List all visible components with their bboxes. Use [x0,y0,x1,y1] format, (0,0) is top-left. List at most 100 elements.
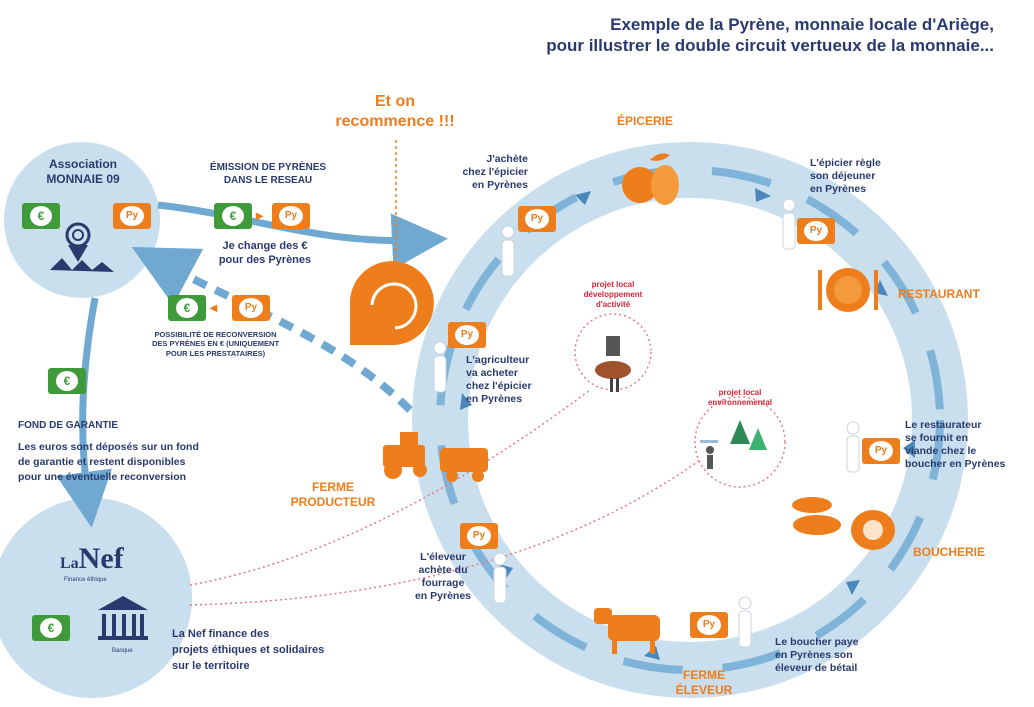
bank-icon [98,596,148,640]
step-boucher-3: éleveur de bétail [775,662,858,675]
cow-icon [594,608,660,654]
nef-logo-sub: Finance éthique [64,577,107,583]
step-agriculteur-1: L'agriculteur [466,354,530,366]
step-eleveur-1: L'éleveur [420,551,466,563]
reconversion-line2: DES PYRÈNES EN € (UNIQUEMENT [151,339,280,349]
association-label: Association MONNAIE 09 [28,157,138,187]
nef-logo-nef: Nef [78,542,124,575]
title-line1: Exemple de la Pyrène, monnaie locale d'A… [610,15,994,34]
project-dev-circle [574,313,652,391]
tractor-icon [383,432,488,482]
nef-desc: La Nef finance des projets éthiques et s… [172,627,324,675]
nef-desc-line3: sur le territoire [172,659,250,672]
node-restaurant: RESTAURANT [898,287,980,301]
step-eleveur-2: achète du [418,564,468,577]
nef-desc-line2: projets éthiques et solidaires [172,643,325,656]
page-title: Exemple de la Pyrène, monnaie locale d'A… [546,14,994,57]
pyrene-note-icon: Py [113,203,151,229]
bank-caption: Banque [112,648,133,654]
restart-icon [350,261,434,345]
euro-symbol: € [30,206,52,226]
nef-logo-la: La [60,555,79,572]
pyrene-note-icon: Py [448,322,486,348]
node-ferme-eleveur-2: ÉLEVEUR [675,683,733,697]
py-symbol: Py [525,209,549,229]
project-dev-2: développement [583,290,643,299]
fund-arrow [56,297,113,528]
fond-desc-line2: de garantie et restent disponibles [18,456,186,469]
py-symbol: Py [869,441,893,461]
project-dev-label: projet local développement d'activité [568,280,658,310]
association-line1: Association [48,157,117,171]
step-achete-1: J'achète [486,153,528,165]
spiral-icon [50,222,114,272]
person-icon [433,198,860,648]
euro-note-icon: € [48,368,86,394]
py-symbol: Py [239,298,263,318]
step-restaurateur-2: se fournit en [905,432,969,445]
step-achete-3: en Pyrènes [471,179,528,192]
fond-desc-line3: pour une éventuelle reconversion [18,471,187,484]
euro-note-icon: € [168,295,206,321]
py-symbol: Py [467,526,491,546]
euro-note-icon: € [32,615,70,641]
nef-circle [0,498,192,698]
plate-icon [818,268,878,312]
meat-icon [792,497,895,550]
euro-symbol: € [40,618,62,638]
circuit-ring [412,142,968,698]
emission-title: ÉMISSION DE PYRÈNES DANS LE RESEAU [193,162,343,187]
step-restaurateur-1: Le restaurateur [905,419,982,431]
fruit-icon [622,153,679,205]
reconversion-arrow [131,246,413,413]
exchange-arrow-icon: ▸ [256,207,264,223]
step-agriculteur-3: chez l'épicier [466,380,532,393]
step-restaurateur-4: boucher en Pyrènes [905,458,1006,471]
step-epicier-3: en Pyrènes [810,183,867,196]
step-agriculteur: L'agriculteur va acheter chez l'épicier … [466,354,532,407]
reconversion-line3: POUR LES PRESTATAIRES) [165,348,266,358]
step-boucher-1: Le boucher paye [775,636,859,648]
project-env-label: projet local environnemental [690,388,790,408]
emission-desc: Je change des € pour des Pyrènes [205,240,325,268]
euro-note-icon: € [22,203,60,229]
step-achete-2: chez l'épicier [462,166,528,179]
step-restaurateur-3: viande chez le [905,445,977,458]
exchange-arrow-icon: ◂ [210,299,218,315]
nef-logo: LaNef [60,540,124,578]
pyrene-note-icon: Py [460,523,498,549]
pyrene-note-icon: Py [690,612,728,638]
association-circle [4,142,160,298]
py-symbol: Py [697,615,721,635]
fond-title: FOND DE GARANTIE [18,420,118,431]
project-dev-3: d'activité [595,300,631,309]
project-link-line [189,459,701,606]
project-env-2: environnemental [707,398,772,407]
arrow-icon [460,393,472,410]
fond-desc: Les euros sont déposés sur un fond de ga… [18,440,199,486]
project-link-line [189,389,591,586]
step-eleveur-4: en Pyrènes [414,590,472,603]
step-eleveur-3: fourrage [421,577,465,590]
step-epicier-1: L'épicier règle [810,157,881,169]
pyrene-note-icon: Py [797,218,835,244]
py-symbol: Py [279,206,303,226]
restart-line2: recommence !!! [335,113,455,130]
arrow-icon [575,191,591,205]
pyrene-note-icon: Py [232,295,270,321]
step-epicier-2: son déjeuner [810,170,876,183]
step-achete: J'achète chez l'épicier en Pyrènes [448,153,528,192]
node-ferme-producteur-1: FERME [312,480,354,494]
fond-desc-line1: Les euros sont déposés sur un fond [18,441,199,453]
emission-title-line2: DANS LE RESEAU [223,174,313,186]
arrow-icon [846,580,860,595]
euro-symbol: € [56,371,78,391]
bread-icon [595,336,631,392]
arrow-icon [903,440,915,458]
euro-symbol: € [176,298,198,318]
pyrene-note-icon: Py [272,203,310,229]
emission-desc-line1: Je change des € [222,240,308,252]
circuit-ring-inner [436,166,944,674]
step-eleveur: L'éleveur achète du fourrage en Pyrènes [405,551,481,604]
